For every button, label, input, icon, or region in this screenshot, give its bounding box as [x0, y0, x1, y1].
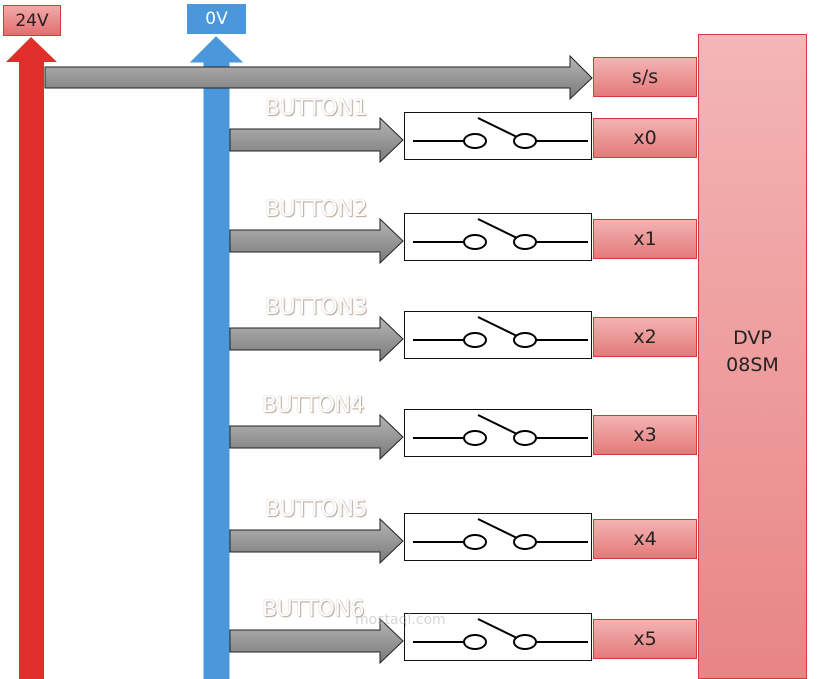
button-label: BUTTON2: [265, 197, 367, 222]
switch-box[interactable]: [404, 213, 592, 261]
switch-box[interactable]: [404, 513, 592, 561]
normally-open-switch-icon: [413, 316, 588, 348]
normally-open-switch-icon: [413, 518, 588, 550]
plc-block: DVP 08SM: [698, 34, 807, 679]
switch-box[interactable]: [404, 112, 592, 160]
button-label: BUTTON3: [265, 295, 367, 320]
normally-open-switch-icon: [413, 218, 588, 250]
positive-supply-label: 24V: [3, 5, 61, 36]
plc-input: x3: [593, 415, 697, 455]
button-label: BUTTON5: [265, 497, 367, 522]
negative-rail-arrow: [189, 36, 244, 679]
plc-input: x2: [593, 317, 697, 357]
switch-box[interactable]: [404, 311, 592, 359]
plc-input: x0: [593, 118, 697, 158]
button-arrow: [229, 116, 404, 164]
button-label: BUTTON1: [265, 96, 367, 121]
button-arrow: [229, 315, 404, 363]
switch-box[interactable]: [404, 613, 592, 661]
normally-open-switch-icon: [413, 414, 588, 446]
button-label: BUTTON6: [262, 597, 364, 622]
watermark: mostaql.com: [355, 612, 446, 628]
button-arrow: [229, 517, 404, 565]
plc-input-ss: s/s: [593, 57, 697, 97]
switch-box[interactable]: [404, 409, 592, 457]
negative-supply-label: 0V: [187, 4, 246, 34]
button-label: BUTTON4: [262, 393, 364, 418]
button-arrow: [229, 413, 404, 461]
button-arrow: [229, 617, 404, 665]
normally-open-switch-icon: [413, 117, 588, 149]
plc-input: x4: [593, 519, 697, 559]
plc-name: DVP 08SM: [726, 327, 779, 376]
button-arrow: [229, 217, 404, 265]
plc-input: x5: [593, 619, 697, 659]
ss-arrow: [44, 54, 593, 101]
positive-rail-arrow: [6, 37, 57, 679]
normally-open-switch-icon: [413, 618, 588, 650]
plc-input: x1: [593, 219, 697, 259]
